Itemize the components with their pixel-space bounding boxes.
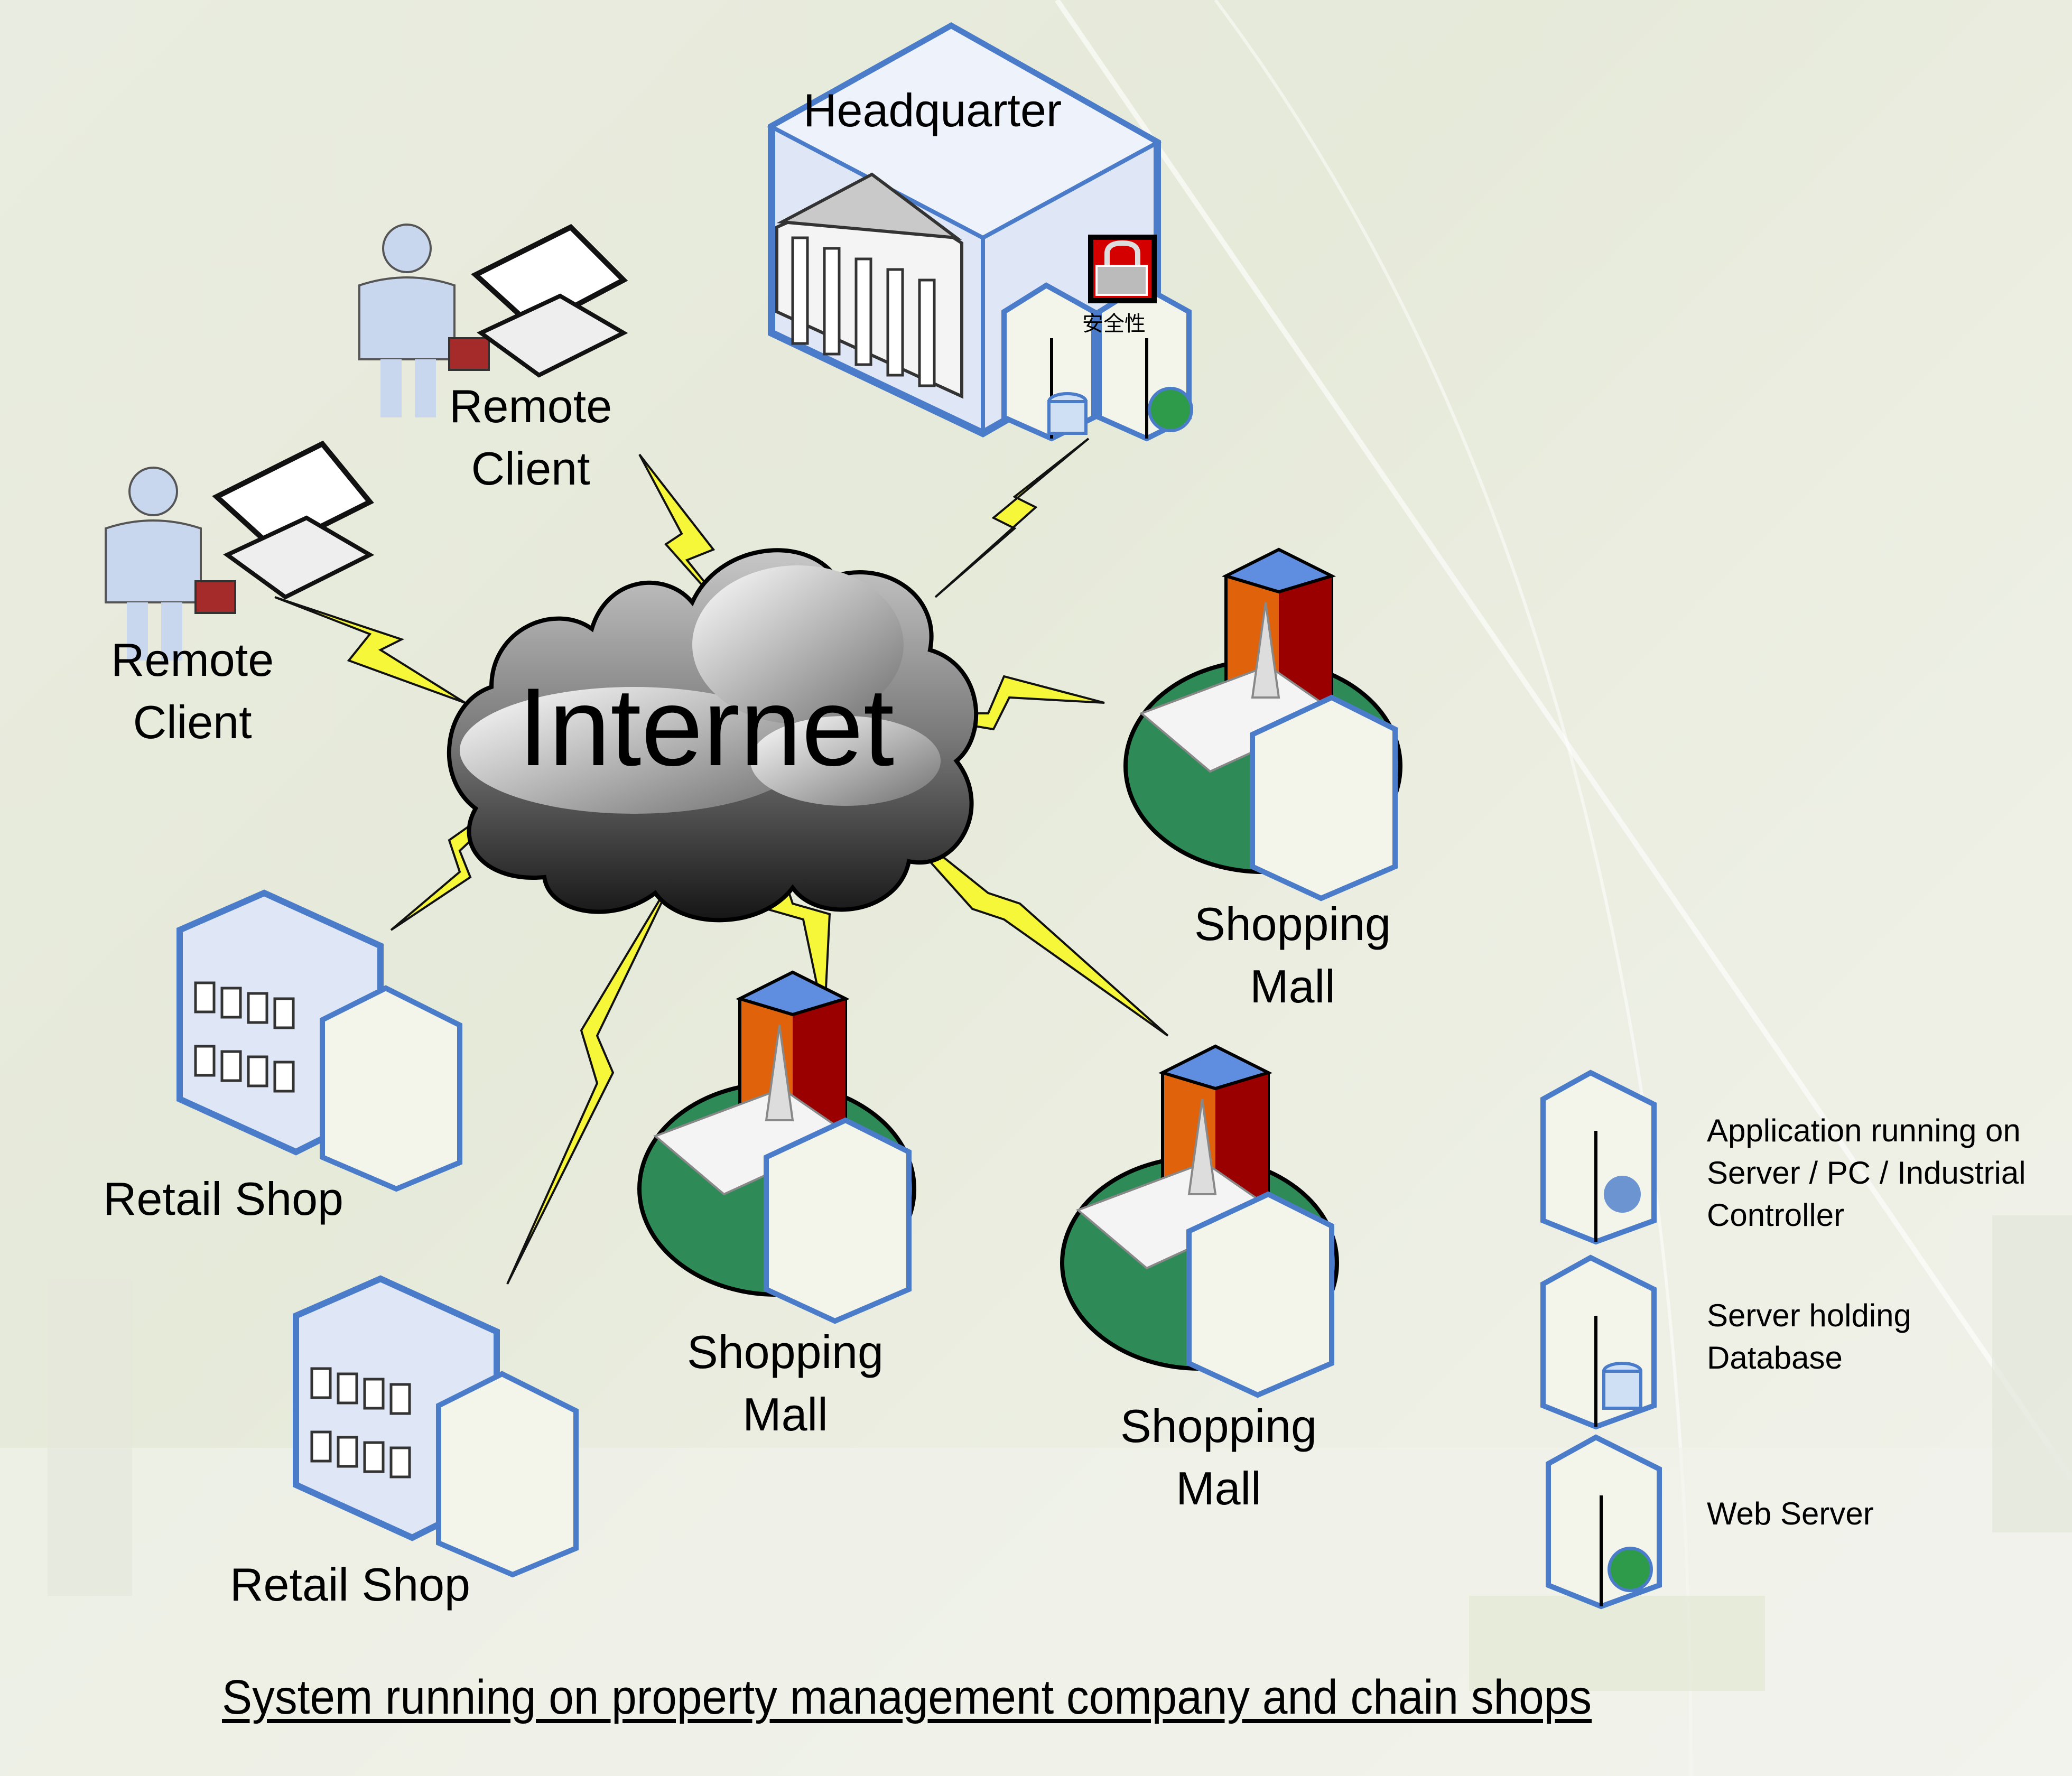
hq-web-server-icon: [1097, 282, 1193, 442]
retail-shop-1-icon: [176, 889, 462, 1192]
lightning-to-headquarter: [934, 438, 1090, 598]
diagram-caption: System running on property management co…: [222, 1670, 1592, 1724]
database-server-icon: [1540, 1254, 1657, 1430]
lightning-to-retail-1: [390, 776, 540, 931]
legend-item-app-server: Application running on Server / PC / Ind…: [1707, 1113, 2026, 1233]
legend-item-database-server: Server holding Database: [1707, 1298, 1911, 1375]
headquarter-building-icon: [767, 22, 1162, 438]
web-server-icon: [1546, 1434, 1662, 1610]
shopping-mall-1-icon: [1123, 547, 1402, 901]
remote-client-1-person-icon: [105, 440, 375, 661]
internet-label: Internet: [518, 665, 895, 789]
remote-client-2-label: Remote Client: [449, 380, 612, 495]
headquarter-label: Headquarter: [803, 84, 1062, 136]
legend-item-web-server: Web Server: [1707, 1496, 1874, 1531]
internet-cloud-icon: [447, 548, 979, 923]
shopping-mall-2-icon: [637, 970, 916, 1324]
shopping-mall-2-label: Shopping Mall: [687, 1326, 884, 1440]
lightning-to-retail-2: [506, 871, 677, 1285]
security-lock-icon: [1088, 235, 1157, 303]
security-label: 安全性: [1082, 312, 1146, 336]
shopping-mall-3-icon: [1060, 1044, 1339, 1398]
retail-shop-1-label: Retail Shop: [103, 1173, 343, 1225]
app-server-icon: [1540, 1070, 1657, 1245]
hq-database-server-icon: [1001, 282, 1097, 442]
remote-client-2-person-icon: [358, 224, 628, 417]
retail-shop-2-icon: [293, 1275, 579, 1578]
shopping-mall-1-label: Shopping Mall: [1194, 898, 1391, 1012]
retail-shop-2-label: Retail Shop: [230, 1558, 470, 1611]
shopping-mall-3-label: Shopping Mall: [1120, 1400, 1317, 1514]
lightning-to-mall-3: [881, 807, 1169, 1037]
remote-client-1-label: Remote Client: [111, 634, 274, 748]
